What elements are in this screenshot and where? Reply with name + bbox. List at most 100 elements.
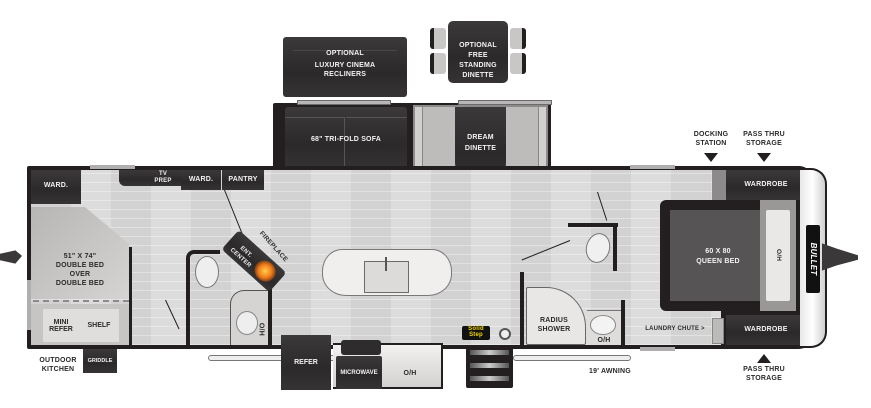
wardrobe-bottom: WARDROBE: [726, 315, 806, 345]
shower-label-2: SHOWER: [537, 326, 571, 333]
kitchen-island: [322, 249, 452, 296]
rear-bath-wall: [186, 250, 220, 345]
solid-step-logo: Solid Step: [462, 326, 490, 340]
bedroom-oh-label: O/H: [775, 248, 783, 262]
dream-dinette: DREAM DINETTE: [413, 105, 548, 185]
bullet-logo: BULLET: [806, 225, 820, 293]
mini-refer-label-1: MINI: [53, 318, 69, 326]
dinette-chair: [510, 28, 526, 49]
dinette-chair: [510, 53, 526, 74]
mini-refer: MINI REFER: [43, 309, 79, 342]
optional-free-standing-dinette: OPTIONAL FREE STANDING DINETTE: [430, 20, 526, 83]
tv-prep-label-2: PREP: [154, 178, 172, 184]
rear-bath-vanity: O/H: [230, 290, 268, 345]
solid-step-label-1: Solid: [468, 326, 484, 332]
optional-cinema-recliners: OPTIONAL LUXURY CINEMA RECLINERS: [283, 37, 407, 97]
bunk-wall: [129, 247, 132, 345]
docking-station-cabinet: [712, 170, 726, 200]
pantry-label: PANTRY: [228, 176, 258, 183]
bunk-label-1: 51" X 74": [63, 253, 97, 260]
pass-thru-top-label-1: PASS THRU: [743, 131, 785, 138]
tongue-jack-icon: [822, 243, 858, 271]
pass-thru-bottom-label-1: PASS THRU: [743, 366, 785, 373]
dinette-chair: [430, 28, 446, 49]
window: [630, 165, 675, 169]
docking-station-label-1: DOCKING: [693, 131, 729, 138]
living-wardrobe: WARD.: [181, 170, 221, 190]
solid-step-badge-icon: [499, 328, 511, 340]
front-bath-wall: [621, 300, 625, 345]
rear-bath-wall: [268, 278, 272, 345]
front-sink: [590, 315, 616, 335]
headboard-oh: O/H: [760, 200, 796, 311]
dinette-table: [448, 21, 508, 83]
brand-label: BULLET: [809, 242, 818, 276]
solid-step-label-2: Step: [469, 332, 483, 338]
window: [27, 280, 31, 330]
dinette-option-label-3: STANDING: [459, 62, 497, 69]
refer-label: REFER: [294, 359, 318, 366]
recliners-label-3: RECLINERS: [323, 71, 367, 78]
mattress: [670, 210, 766, 301]
window: [640, 347, 675, 351]
shower-wall: [520, 272, 524, 345]
outdoor-kitchen-label-2: KITCHEN: [41, 366, 75, 373]
front-bath-wall: [568, 223, 618, 227]
microwave-label: MICROWAVE: [340, 369, 378, 376]
outdoor-kitchen-label-1: OUTDOOR: [39, 357, 77, 364]
laundry-chute-label: LAUNDRY CHUTE >: [645, 326, 705, 332]
pass-thru-top-arrow-icon: [757, 153, 771, 162]
griddle: GRIDDLE: [83, 349, 117, 373]
rear-bath-oh-label: O/H: [257, 322, 265, 336]
awning-rail-right: [513, 355, 631, 361]
slideout-window: [458, 100, 552, 105]
front-bath-wall: [613, 223, 617, 271]
rear-toilet: [195, 256, 219, 288]
window: [90, 165, 135, 169]
pantry: PANTRY: [222, 170, 264, 190]
bunk-label-2: DOUBLE BED: [55, 262, 105, 269]
living-wardrobe-label: WARD.: [188, 176, 214, 183]
mini-refer-label-2: REFER: [49, 325, 73, 333]
sofa-label: 68" TRI-FOLD SOFA: [310, 136, 382, 143]
dinette-chair: [430, 53, 446, 74]
bunk-label-3: OVER: [69, 271, 91, 278]
slideout-window: [297, 100, 391, 105]
shelf: SHELF: [79, 309, 119, 342]
faucet-icon: [385, 257, 387, 271]
pass-thru-top-label-2: STORAGE: [746, 140, 782, 147]
tv-prep-cabinet: TV PREP: [119, 170, 181, 186]
recliners-label-1: OPTIONAL: [326, 50, 364, 57]
shower-label-1: RADIUS: [539, 317, 569, 324]
galley-oh-label: O/H: [403, 370, 417, 377]
wardrobe-top-label: WARDROBE: [744, 181, 788, 188]
dinette-option-label-2: FREE: [468, 52, 488, 59]
rear-sink: [236, 311, 258, 335]
bed-label-2: QUEEN BED: [696, 258, 740, 265]
pass-thru-bottom-arrow-icon: [757, 354, 771, 363]
tv-prep-label-1: TV: [158, 171, 168, 177]
entry-steps: [466, 346, 513, 388]
docking-station-label-2: STATION: [695, 140, 727, 147]
rear-cabinet: MINI REFER SHELF: [31, 304, 129, 345]
rear-wardrobe-label: WARD.: [43, 182, 69, 189]
pass-thru-bottom-label-2: STORAGE: [746, 375, 782, 382]
range-top: [341, 340, 381, 355]
bunk-divider: [33, 300, 129, 302]
awning-label: 19' AWNING: [589, 368, 631, 375]
tri-fold-sofa: 68" TRI-FOLD SOFA: [285, 107, 407, 170]
refer: REFER: [281, 335, 331, 390]
recliners-label-2: LUXURY CINEMA: [314, 62, 376, 69]
microwave: MICROWAVE: [336, 356, 382, 389]
bunk-label-4: DOUBLE BED: [55, 280, 105, 287]
dream-dinette-label-1: DREAM: [467, 134, 494, 141]
rear-wardrobe: WARD.: [31, 170, 81, 204]
dinette-option-label-4: DINETTE: [462, 72, 494, 79]
queen-bed: O/H 60 X 80 QUEEN BED: [660, 200, 796, 311]
wardrobe-bottom-label: WARDROBE: [744, 326, 788, 333]
docking-station-arrow-icon: [704, 153, 718, 162]
dinette-option-label-1: OPTIONAL: [459, 42, 497, 49]
front-bath-oh-label: O/H: [597, 337, 611, 344]
front-bath-vanity: O/H: [587, 310, 621, 345]
dream-dinette-label-2: DINETTE: [464, 145, 497, 152]
